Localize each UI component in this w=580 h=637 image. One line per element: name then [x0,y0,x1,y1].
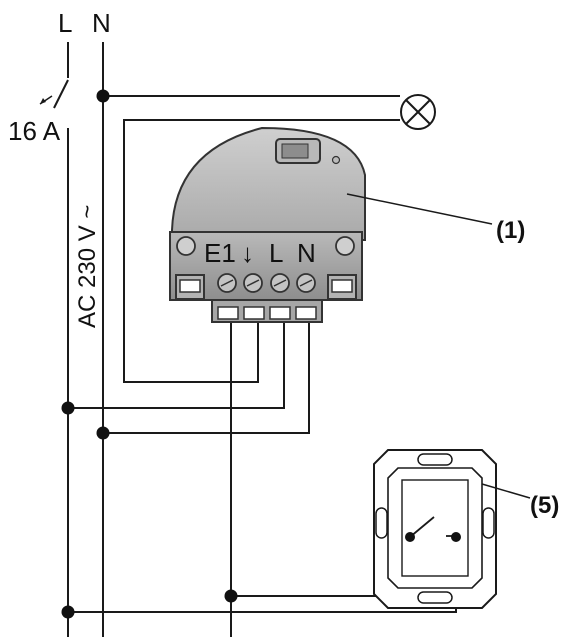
wire-n-feed [103,318,310,434]
breaker-symbol [39,95,53,105]
junction-dots [61,89,238,619]
lamp-icon [400,94,436,130]
rail-n-label: N [92,8,111,38]
rail-l [53,42,69,637]
terminal-e1-label: E1 [204,238,236,268]
actuator-device [169,126,366,323]
terminal-n-label: N [297,238,316,268]
callout-line-actuator [346,193,493,225]
voltage-label: AC 230 V ~ [74,205,101,328]
callout-actuator: (1) [496,217,525,244]
wire-l-feed [68,318,285,409]
terminal-screws [217,273,316,293]
pushbutton-insert [373,449,497,609]
lamp-wires [103,95,400,383]
terminal-l-label: L [269,238,283,268]
breaker-label: 16 A [8,116,61,146]
callout-pushbutton: (5) [530,492,559,519]
rail-l-label: L [58,8,72,38]
terminal-arrow-label: ↓ [241,238,254,268]
callout-line-pushbutton [481,483,531,499]
